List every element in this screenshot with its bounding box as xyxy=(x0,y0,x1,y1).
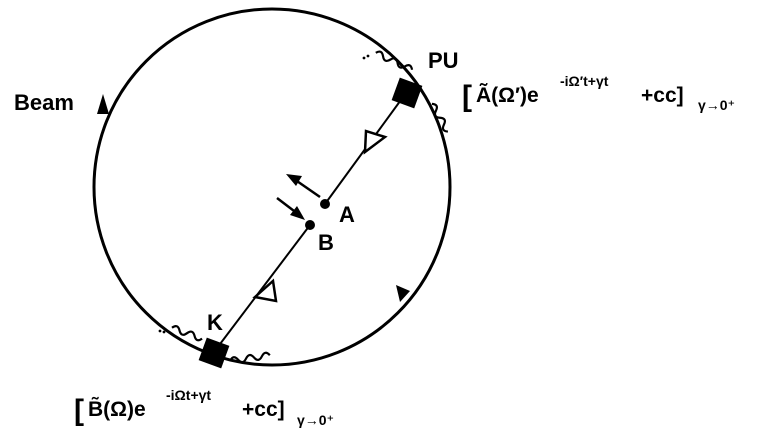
pickup-field-wave-lower xyxy=(431,102,449,133)
beam-label: Beam xyxy=(14,90,74,115)
amplifier-triangle-icon xyxy=(363,129,388,155)
point-a-dot xyxy=(320,199,330,209)
beam-arrow-icon xyxy=(396,285,410,302)
point-b-dot xyxy=(305,220,315,230)
kicker-field-wave-left xyxy=(171,325,203,342)
signal-line-lower xyxy=(213,224,311,353)
pickup-block-icon xyxy=(391,77,423,109)
kicker-field-wave-right xyxy=(229,351,271,364)
pickup-eq-bracket: [ xyxy=(462,80,472,113)
kicker-label: K xyxy=(207,310,223,335)
pickup-equation: [ Ã(Ω′)e -iΩ′t+γt +cc] γ→0⁺ xyxy=(462,73,735,113)
beam-ring xyxy=(92,7,452,367)
pickup-eq-amplitude: Ã(Ω′)e xyxy=(476,84,539,107)
pickup-eq-tail: +cc] xyxy=(641,84,684,107)
kicker-eq-exponent: -iΩt+γt xyxy=(166,387,211,403)
pickup-eq-exponent: -iΩ′t+γt xyxy=(560,73,609,89)
kicker-eq-limit: γ→0⁺ xyxy=(297,412,334,428)
kicker-eq-tail: +cc] xyxy=(242,398,285,421)
arrow-at-a-head xyxy=(286,174,302,186)
arrow-at-b-head xyxy=(290,206,305,220)
point-b-label: B xyxy=(318,230,334,255)
pickup-eq-limit: γ→0⁺ xyxy=(698,97,735,113)
pickup-field-wave-upper xyxy=(375,50,414,70)
pickup-label: PU xyxy=(428,48,459,73)
kicker-block-icon xyxy=(198,337,230,369)
kicker-eq-bracket: [ xyxy=(74,394,84,427)
kicker-equation: [ B̃(Ω)e -iΩt+γt +cc] γ→0⁺ xyxy=(74,387,334,428)
beam-arrow-icon xyxy=(97,94,109,114)
point-a-label: A xyxy=(339,202,355,227)
amplifier-triangle-icon xyxy=(252,278,278,303)
kicker-eq-amplitude: B̃(Ω)e xyxy=(88,397,146,421)
